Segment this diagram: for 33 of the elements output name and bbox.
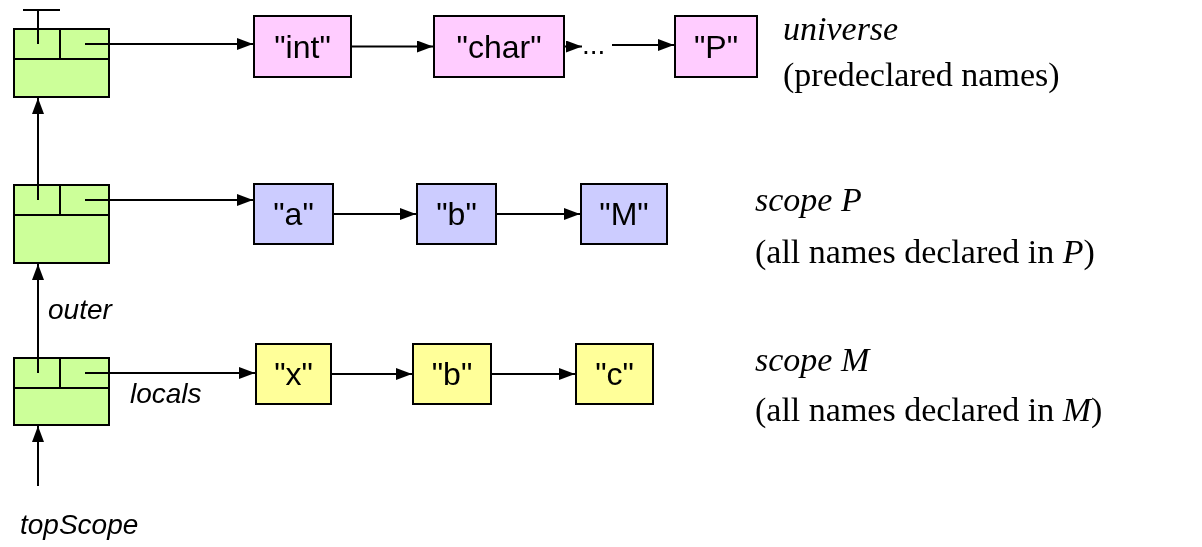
arrow [84,367,256,379]
arrow [32,97,44,201]
arrow [331,368,413,380]
scope-description: (all names declared in M) [755,393,1103,427]
name-box: "a" [253,183,334,245]
pointer-label: topScope [20,506,150,544]
scope-description: (all names declared in P) [755,235,1095,269]
scope-block [13,28,110,98]
arrow [84,194,254,206]
scope-description: (predeclared names) [783,58,1060,92]
scope-description: universe [783,12,899,46]
arrow [32,425,44,487]
arrow [491,368,576,380]
name-box: "int" [253,15,352,78]
name-box: "M" [580,183,668,245]
name-box: "c" [575,343,654,405]
arrow [32,263,44,374]
arrow [84,38,254,50]
name-box: "char" [433,15,565,78]
name-box: "b" [416,183,497,245]
scope-description: scope M [755,343,870,377]
name-box: "P" [674,15,758,78]
arrow [496,208,581,220]
scope-block [13,357,110,426]
name-box: "x" [255,343,332,405]
name-box: "b" [412,343,492,405]
arrow [351,40,434,53]
arrow [611,39,675,51]
scope-block [13,184,110,264]
arrow [564,40,583,53]
ellipsis: ... [582,28,612,62]
arrow [333,208,417,220]
scope-description: scope P [755,183,862,217]
